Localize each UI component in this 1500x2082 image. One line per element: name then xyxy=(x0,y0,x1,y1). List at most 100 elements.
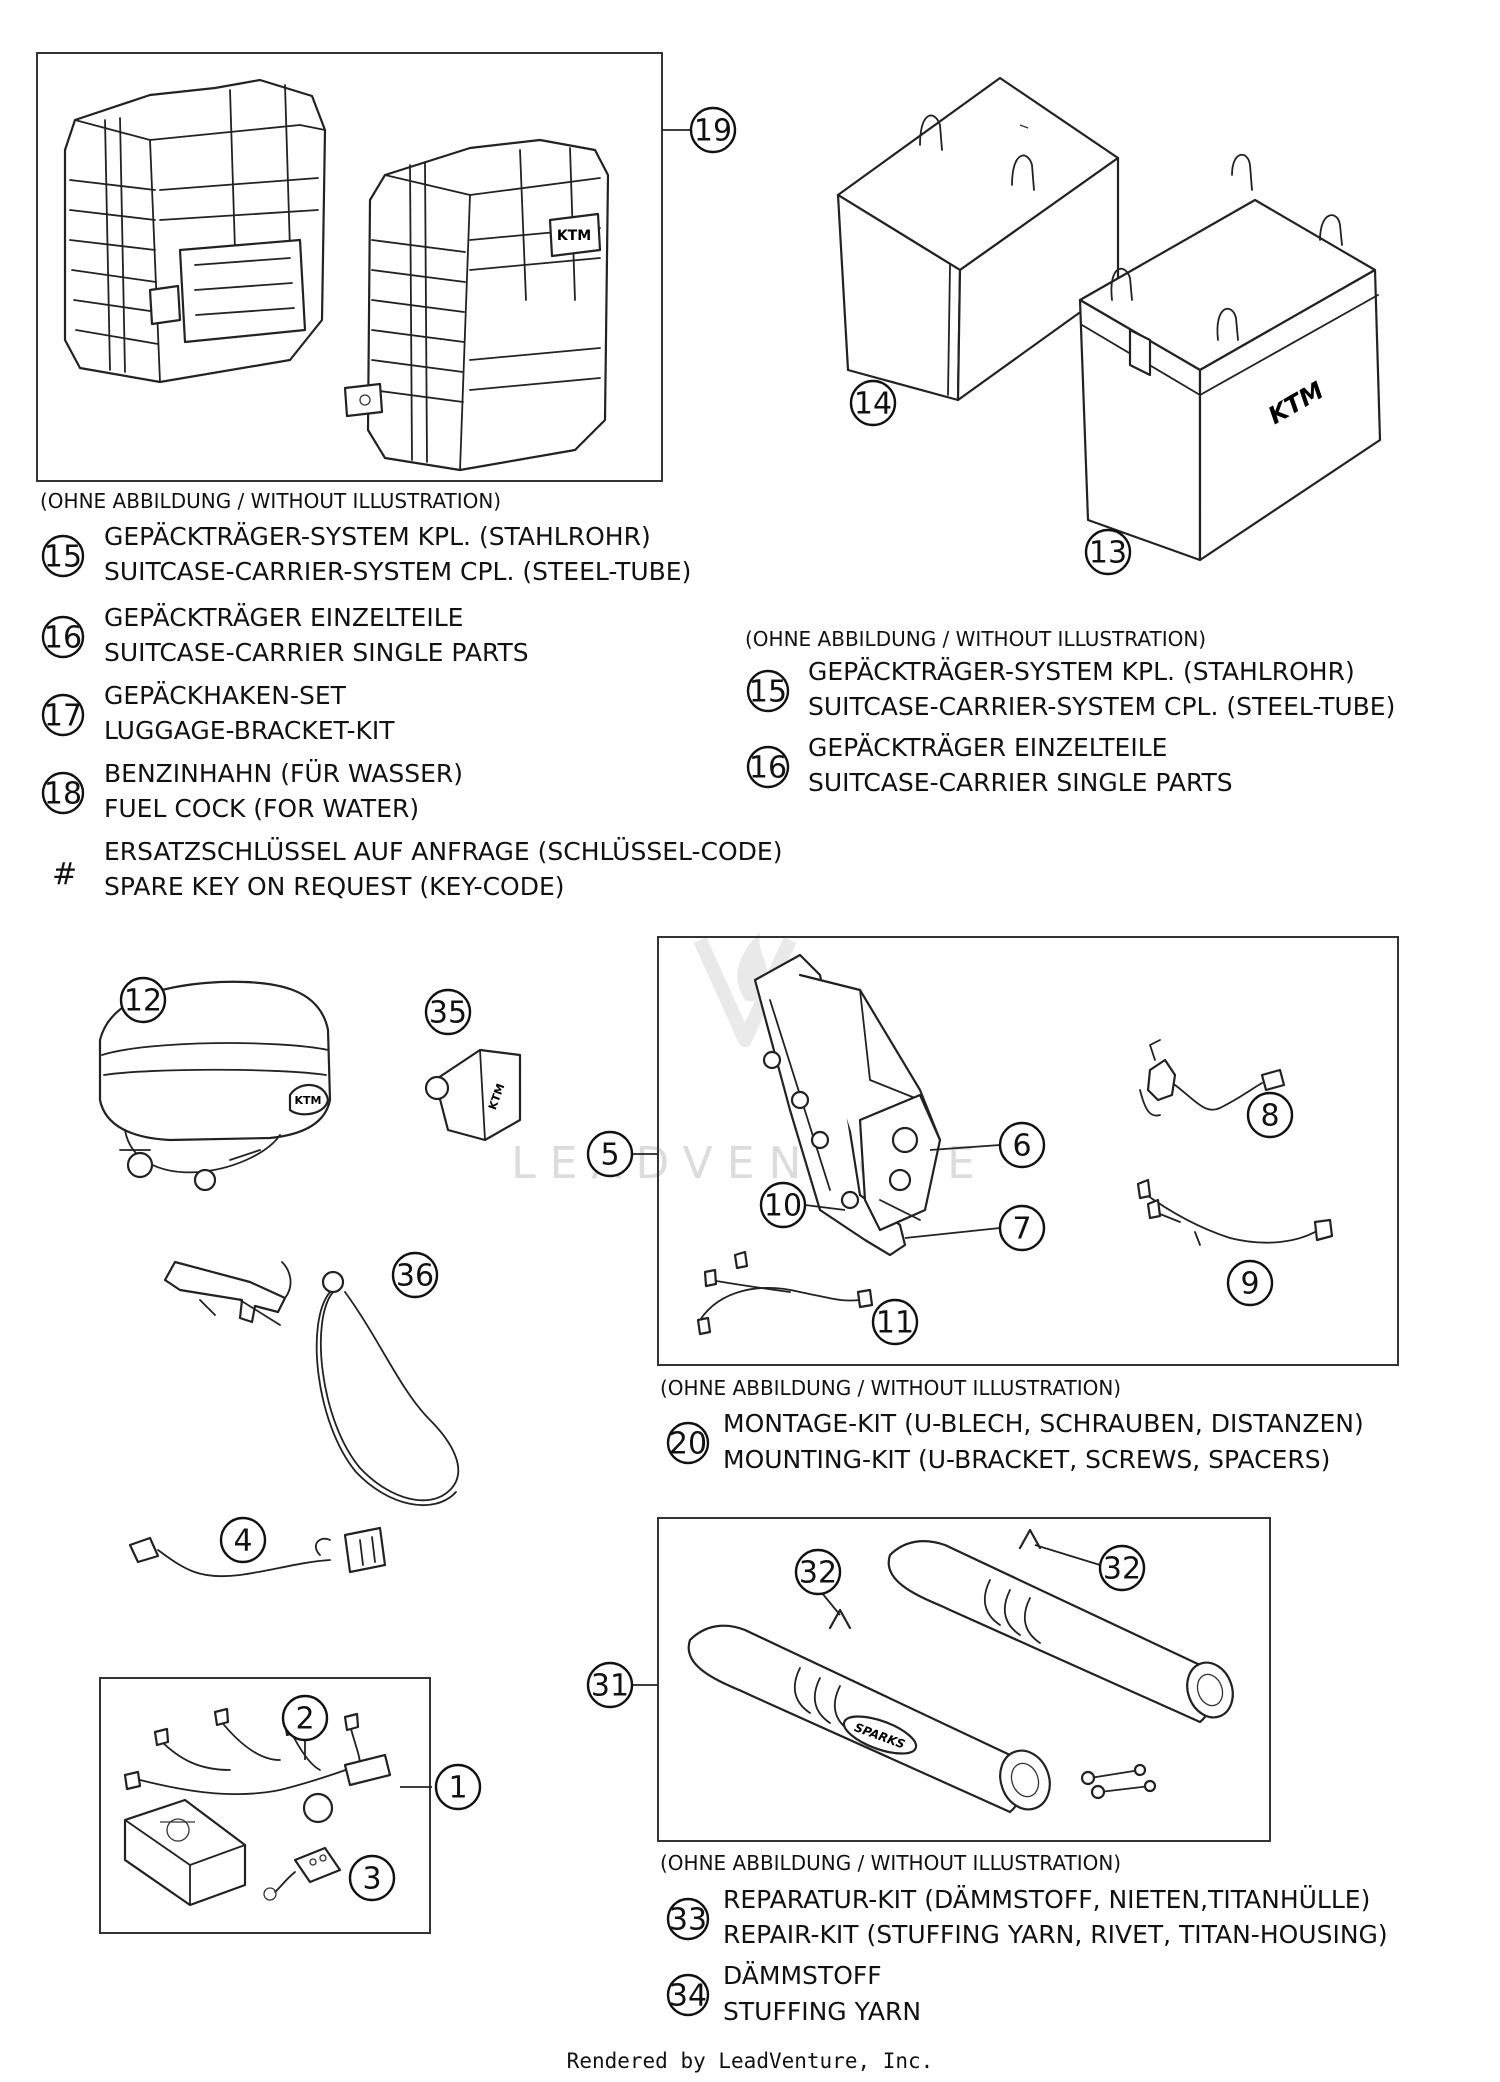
svg-text:9: 9 xyxy=(1240,1267,1259,1302)
svg-text:11: 11 xyxy=(876,1306,914,1341)
leader-32a xyxy=(821,1592,841,1616)
svg-text:18: 18 xyxy=(44,777,82,812)
svg-text:SUITCASE-CARRIER SINGLE PARTS: SUITCASE-CARRIER SINGLE PARTS xyxy=(808,768,1233,797)
svg-text:MOUNTING-KIT (U-BRACKET, SCREW: MOUNTING-KIT (U-BRACKET, SCREWS, SPACERS… xyxy=(723,1445,1330,1474)
soft-case-right: KTM xyxy=(343,138,610,472)
svg-text:ERSATZSCHLÜSSEL AUF ANFRAGE (S: ERSATZSCHLÜSSEL AUF ANFRAGE (SCHLÜSSEL-C… xyxy=(104,837,782,866)
svg-text:20: 20 xyxy=(669,1427,707,1462)
switch-harness-8 xyxy=(1139,1039,1286,1117)
callout-10: 10 xyxy=(759,1181,807,1229)
callout-9: 9 xyxy=(1226,1259,1274,1307)
wire-harness-9 xyxy=(1136,1178,1334,1246)
svg-text:34: 34 xyxy=(669,1979,707,2014)
callout-5: 5 xyxy=(586,1130,634,1178)
svg-text:14: 14 xyxy=(854,387,892,422)
lock-bracket xyxy=(163,1260,292,1326)
leader-32b xyxy=(1034,1544,1101,1566)
svg-text:32: 32 xyxy=(1103,1552,1141,1587)
aluminium-case-14 xyxy=(836,76,1120,402)
frame-mufflers xyxy=(657,1517,1271,1842)
case-logo: KTM xyxy=(557,228,591,244)
svg-text:5: 5 xyxy=(600,1138,619,1173)
svg-text:SUITCASE-CARRIER-SYSTEM CPL. (: SUITCASE-CARRIER-SYSTEM CPL. (STEEL-TUBE… xyxy=(104,557,691,586)
svg-text:3: 3 xyxy=(362,1862,381,1897)
callout-7: 7 xyxy=(998,1204,1046,1252)
svg-text:#: # xyxy=(52,857,77,892)
aluminium-case-13: KTM xyxy=(1078,154,1382,562)
callout-8: 8 xyxy=(1246,1091,1294,1139)
leader-6 xyxy=(929,1144,1001,1151)
svg-text:15: 15 xyxy=(749,675,787,710)
callout-32: 32 xyxy=(794,1548,842,1596)
svg-text:BENZINHAHN (FÜR WASSER): BENZINHAHN (FÜR WASSER) xyxy=(104,759,463,788)
frame-soft-cases xyxy=(36,52,663,482)
note-caption-right: (OHNE ABBILDUNG / WITHOUT ILLUSTRATION) xyxy=(745,627,1206,651)
note-right-16: 16 GEPÄCKTRÄGER EINZELTEILE SUITCASE-CAR… xyxy=(746,733,1233,797)
note-caption-exhaust: (OHNE ABBILDUNG / WITHOUT ILLUSTRATION) xyxy=(660,1851,1121,1875)
frame-electronics xyxy=(99,1677,431,1934)
note-right-15: 15 GEPÄCKTRÄGER-SYSTEM KPL. (STAHLROHR) … xyxy=(746,657,1395,721)
svg-text:35: 35 xyxy=(429,996,467,1031)
svg-text:MONTAGE-KIT (U-BLECH, SCHRAUBE: MONTAGE-KIT (U-BLECH, SCHRAUBEN, DISTANZ… xyxy=(723,1409,1364,1438)
svg-text:FUEL COCK (FOR WATER): FUEL COCK (FOR WATER) xyxy=(104,794,419,823)
svg-text:GEPÄCKTRÄGER-SYSTEM KPL. (STAH: GEPÄCKTRÄGER-SYSTEM KPL. (STAHLROHR) xyxy=(104,522,651,551)
bag-logo: KTM xyxy=(295,1094,322,1107)
svg-text:2: 2 xyxy=(295,1702,314,1737)
svg-text:DÄMMSTOFF: DÄMMSTOFF xyxy=(723,1961,882,1990)
svg-text:17: 17 xyxy=(44,699,82,734)
soft-case-pair: KTM xyxy=(63,78,610,472)
svg-text:GEPÄCKTRÄGER EINZELTEILE: GEPÄCKTRÄGER EINZELTEILE xyxy=(104,603,463,632)
svg-text:19: 19 xyxy=(694,114,732,149)
callout-36: 36 xyxy=(391,1251,439,1299)
soft-case-left xyxy=(63,78,327,384)
callout-6: 6 xyxy=(998,1121,1046,1169)
svg-text:GEPÄCKTRÄGER-SYSTEM KPL. (STAH: GEPÄCKTRÄGER-SYSTEM KPL. (STAHLROHR) xyxy=(808,657,1355,686)
key-pouch: KTM xyxy=(424,1048,522,1142)
note-caption-left: (OHNE ABBILDUNG / WITHOUT ILLUSTRATION) xyxy=(40,489,501,513)
svg-text:GEPÄCKTRÄGER EINZELTEILE: GEPÄCKTRÄGER EINZELTEILE xyxy=(808,733,1167,762)
svg-text:SPARE KEY ON REQUEST (KEY-CODE: SPARE KEY ON REQUEST (KEY-CODE) xyxy=(104,872,565,901)
svg-text:SUITCASE-CARRIER SINGLE PARTS: SUITCASE-CARRIER SINGLE PARTS xyxy=(104,638,529,667)
wiring-loom xyxy=(123,1707,392,1824)
callout-3: 3 xyxy=(348,1854,396,1902)
note-left-17: 17 GEPÄCKHAKEN-SET LUGGAGE-BRACKET-KIT xyxy=(41,681,395,745)
muffler-front: SPARKS xyxy=(687,1608,1051,1814)
note-left-18: 18 BENZINHAHN (FÜR WASSER) FUEL COCK (FO… xyxy=(41,759,463,823)
footer-credit: Rendered by LeadVenture, Inc. xyxy=(567,2049,934,2073)
callout-14: 14 xyxy=(849,379,897,427)
note-exhaust-34: 34 DÄMMSTOFF STUFFING YARN xyxy=(666,1961,921,2026)
leader-10 xyxy=(804,1204,846,1211)
note-mounting-20: 20 MONTAGE-KIT (U-BLECH, SCHRAUBEN, DIST… xyxy=(666,1409,1364,1474)
leader-7 xyxy=(904,1227,1001,1239)
svg-text:16: 16 xyxy=(749,751,787,786)
svg-text:8: 8 xyxy=(1260,1099,1279,1134)
svg-text:STUFFING YARN: STUFFING YARN xyxy=(723,1997,921,2026)
muffler-hardware xyxy=(1080,1763,1157,1800)
callout-32: 32 xyxy=(1098,1544,1146,1592)
note-caption-mounting: (OHNE ABBILDUNG / WITHOUT ILLUSTRATION) xyxy=(660,1376,1121,1400)
svg-text:GEPÄCKHAKEN-SET: GEPÄCKHAKEN-SET xyxy=(104,681,347,710)
svg-text:SUITCASE-CARRIER-SYSTEM CPL. (: SUITCASE-CARRIER-SYSTEM CPL. (STEEL-TUBE… xyxy=(808,692,1395,721)
callout-13: 13 xyxy=(1084,528,1132,576)
callout-11: 11 xyxy=(871,1298,919,1346)
svg-text:LUGGAGE-BRACKET-KIT: LUGGAGE-BRACKET-KIT xyxy=(104,716,395,745)
callout-35: 35 xyxy=(424,988,472,1036)
svg-text:32: 32 xyxy=(799,1556,837,1591)
wire-harness-11 xyxy=(696,1250,874,1336)
callout-1: 1 xyxy=(434,1763,482,1811)
callout-4: 4 xyxy=(219,1516,267,1564)
callout-12: 12 xyxy=(119,976,167,1024)
svg-text:15: 15 xyxy=(44,540,82,575)
frame-mounting-parts xyxy=(657,936,1399,1366)
svg-text:1: 1 xyxy=(448,1771,467,1806)
svg-text:13: 13 xyxy=(1089,536,1127,571)
note-left-spare-key: # ERSATZSCHLÜSSEL AUF ANFRAGE (SCHLÜSSEL… xyxy=(52,837,782,901)
note-exhaust-33: 33 REPARATUR-KIT (DÄMMSTOFF, NIETEN,TITA… xyxy=(666,1885,1388,1949)
svg-text:33: 33 xyxy=(669,1903,707,1938)
muffler-rear xyxy=(887,1528,1234,1724)
control-unit xyxy=(123,1798,247,1907)
svg-text:31: 31 xyxy=(591,1669,629,1704)
power-cable xyxy=(128,1526,387,1578)
svg-text:36: 36 xyxy=(396,1259,434,1294)
